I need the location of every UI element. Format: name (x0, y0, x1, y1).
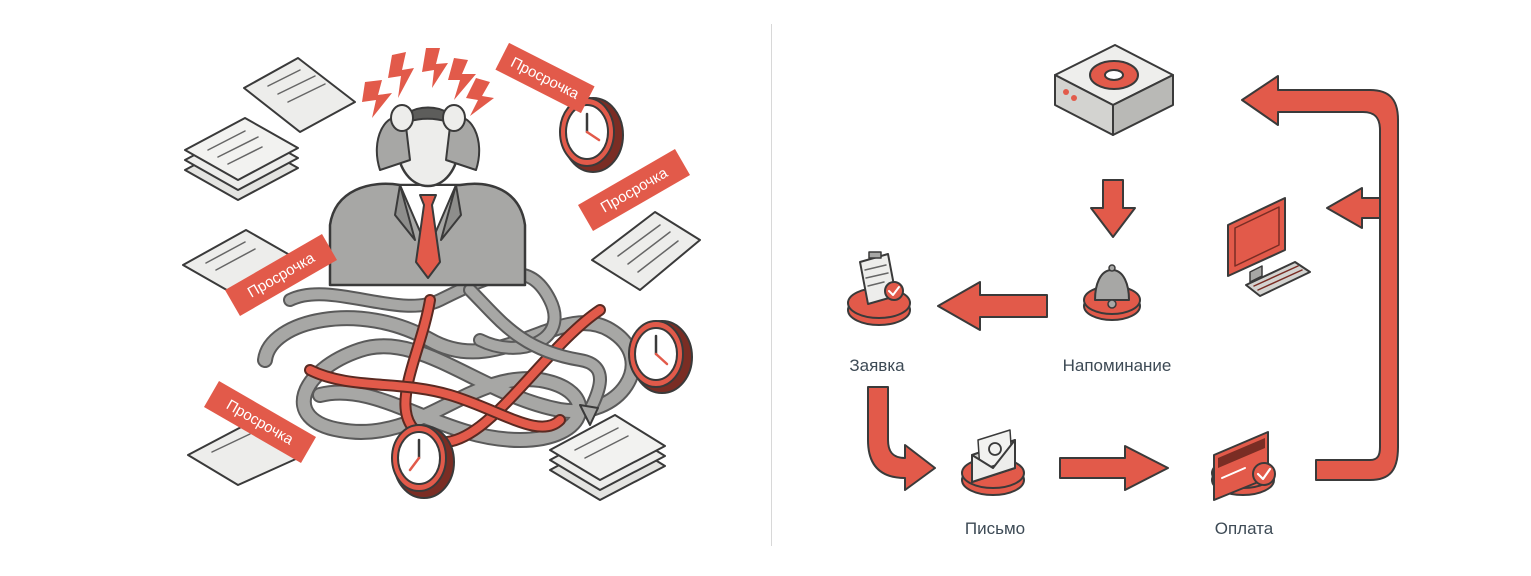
stress-lightning-icon (362, 48, 494, 118)
arrow-curve-icon (867, 386, 936, 491)
panel-divider (771, 24, 772, 546)
clock-icon (628, 320, 693, 394)
computer-icon (1227, 197, 1311, 297)
chaos-illustration: Просрочка Просрочка Просрочка Просрочка (182, 42, 701, 501)
arrow-down-icon (1090, 179, 1136, 238)
step-label-letter: Письмо (964, 519, 1026, 538)
paper-icon (591, 211, 701, 291)
workflow-diagram (847, 44, 1399, 501)
bell-icon (1083, 264, 1141, 321)
paper-icon (243, 57, 356, 133)
clipboard-icon (847, 251, 911, 326)
arrow-left-icon (937, 281, 1048, 331)
stressed-person (328, 104, 527, 287)
arrow-right-icon (1059, 445, 1169, 491)
payment-card-icon (1211, 431, 1276, 501)
clock-icon (559, 97, 624, 173)
arrow-loop-icon (1241, 75, 1399, 481)
overdue-tag: Просрочка (495, 42, 595, 114)
paper-stack-icon (184, 117, 299, 201)
server-gear-icon (1054, 44, 1174, 136)
paper-stack-icon (549, 414, 666, 501)
step-label-payment: Оплата (1214, 519, 1274, 538)
clock-icon (391, 424, 455, 499)
step-label-request: Заявка (849, 356, 905, 375)
step-label-reminder: Напоминание (1062, 356, 1172, 375)
tangled-lines (257, 266, 641, 449)
envelope-icon (961, 429, 1025, 496)
